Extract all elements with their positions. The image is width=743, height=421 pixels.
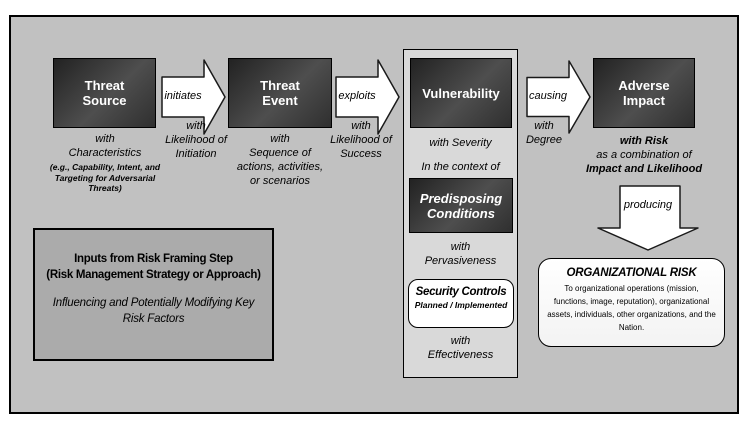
threat-source-title: Threat Source (82, 78, 127, 108)
threat-event-title: Threat Event (260, 78, 300, 108)
threat-source-box: Threat Source (53, 58, 156, 128)
adverse-impact-title: Adverse Impact (618, 78, 670, 108)
causing-arrow-label: causing (529, 90, 567, 102)
vulnerability-box: Vulnerability (410, 58, 512, 128)
security-controls-title: Security Controls (415, 286, 507, 298)
organizational-risk-title: ORGANIZATIONAL RISK (566, 267, 697, 279)
adverse-impact-annotation-risk: with Risk (619, 135, 669, 147)
organizational-risk-box: ORGANIZATIONAL RISK To organizational op… (538, 258, 725, 347)
vulnerability-title: Vulnerability (422, 85, 500, 101)
threat-source-annotation-detail: (e.g., Capability, Intent, and Targeting… (49, 162, 161, 193)
severity-annotation: with Severity (429, 137, 492, 149)
producing-arrow-icon (596, 185, 700, 252)
threat-event-box: Threat Event (228, 58, 332, 128)
inputs-from-risk-framing-box: Inputs from Risk Framing Step (Risk Mana… (33, 228, 274, 361)
initiates-arrow-label: initiates (164, 90, 202, 102)
producing-arrow-label: producing (623, 199, 673, 211)
initiates-annotation: with Likelihood of Initiation (165, 120, 227, 160)
organizational-risk-body: To organizational operations (mission, f… (547, 284, 716, 332)
exploits-annotation: with Likelihood of Success (330, 120, 392, 160)
pervasiveness-annotation: with Pervasiveness (424, 241, 497, 267)
inputs-title: Inputs from Risk Framing Step (Risk Mana… (46, 253, 261, 281)
exploits-arrow-label: exploits (338, 90, 376, 102)
predisposing-conditions-box: Predisposing Conditions (409, 178, 513, 233)
exploits-arrow-icon (335, 58, 401, 136)
predisposing-conditions-title: Predisposing Conditions (419, 190, 503, 221)
threat-event-annotation: with Sequence of actions, activities, or… (236, 133, 324, 187)
inputs-subtitle: Influencing and Potentially Modifying Ke… (52, 297, 255, 325)
adverse-impact-annotation-combination: as a combination of (596, 149, 692, 161)
effectiveness-annotation: with Effectiveness (427, 335, 494, 361)
initiates-arrow-icon (161, 58, 227, 136)
adverse-impact-box: Adverse Impact (593, 58, 695, 128)
causing-arrow-icon (526, 59, 592, 135)
security-controls-box: Security Controls Planned / Implemented (408, 279, 514, 328)
threat-source-annotation: with Characteristics (68, 133, 142, 159)
security-controls-subtitle: Planned / Implemented (414, 300, 508, 310)
adverse-impact-annotation-impact-likelihood: Impact and Likelihood (585, 163, 703, 175)
causing-annotation: with Degree (525, 120, 563, 146)
context-annotation: In the context of (421, 161, 500, 173)
